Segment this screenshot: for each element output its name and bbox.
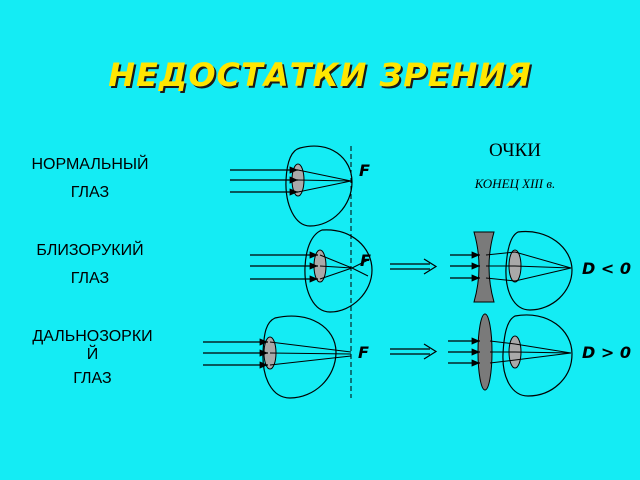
eyeball-icon — [304, 229, 373, 313]
normal-eye-label-line2: ГЛАЗ — [70, 184, 110, 201]
myopic-eye-label-line1: БЛИЗОРУКИЙ — [36, 242, 144, 259]
eyeball-icon — [502, 314, 573, 397]
hyperopic-eye-label-line2: ГЛАЗ — [73, 370, 112, 387]
eyeball-icon — [285, 145, 353, 227]
focus-label-myopic: F — [360, 251, 371, 270]
concave-lens-icon — [473, 231, 495, 303]
myopic-eye-label-line2: ГЛАЗ — [70, 270, 110, 287]
hyperopic-eye-label-line1: ДАЛЬНОЗОРКИ — [32, 328, 153, 345]
myopic-eye-diagram: F — [250, 229, 373, 313]
glasses-heading: ОЧКИ — [489, 140, 541, 161]
normal-eye-label: НОРМАЛЬНЫЙ ГЛАЗ — [20, 154, 160, 204]
focus-label-normal: F — [359, 161, 370, 180]
slide-title: НЕДОСТАТКИ ЗРЕНИЯ — [108, 56, 532, 94]
hyperopic-eye-label: ДАЛЬНОЗОРКИ Й ГЛАЗ — [20, 326, 165, 390]
convex-lens-icon — [477, 313, 493, 391]
glasses-subheading: КОНЕЦ XIII в. — [474, 176, 556, 191]
double-arrow-icon — [390, 343, 438, 360]
normal-eye-label-line1: НОРМАЛЬНЫЙ — [31, 156, 149, 173]
myopia-correction-diagram: D < 0 — [450, 230, 631, 311]
focus-label-hyperopic: F — [358, 343, 369, 362]
hyperopia-correction-diagram: D > 0 — [448, 313, 631, 397]
myopic-eye-label: БЛИЗОРУКИЙ ГЛАЗ — [20, 240, 160, 290]
diopter-positive-label: D > 0 — [582, 343, 631, 362]
double-arrow-icon — [390, 258, 438, 275]
hyperopic-eye-label-line1b: Й — [86, 346, 99, 363]
eyeball-icon — [505, 230, 573, 311]
normal-eye-diagram: F — [230, 145, 370, 227]
diopter-negative-label: D < 0 — [582, 259, 631, 278]
hyperopic-eye-diagram: F — [203, 315, 369, 399]
